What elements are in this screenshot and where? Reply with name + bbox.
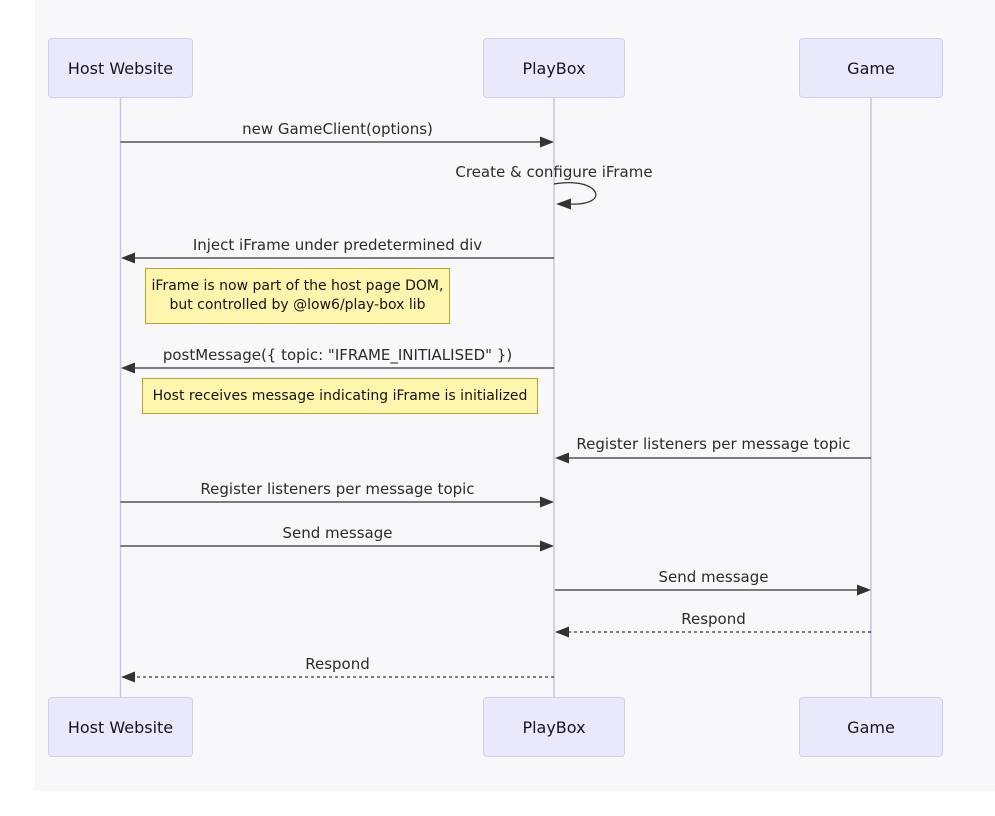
message-label-respond-game: Respond	[681, 610, 746, 628]
participant-host-website-top: Host Website	[48, 38, 193, 98]
arrowhead-left-icon	[555, 452, 569, 464]
message-label-create-configure-iframe: Create & configure iFrame	[455, 163, 653, 181]
message-label-register-listeners-game: Register listeners per message topic	[576, 435, 851, 453]
participant-playbox-bottom: PlayBox	[483, 697, 625, 757]
note-iframe-dom: iFrame is now part of the host page DOM,…	[145, 268, 450, 324]
arrowhead-left-icon	[556, 198, 571, 210]
participant-host-website-bottom: Host Website	[48, 697, 193, 757]
note-host-receives-message: Host receives message indicating iFrame …	[142, 378, 538, 414]
message-label-register-listeners-host: Register listeners per message topic	[200, 480, 475, 498]
message-label-new-gameclient: new GameClient(options)	[242, 120, 433, 138]
message-label-postmessage: postMessage({ topic: "IFRAME_INITIALISED…	[162, 346, 513, 364]
message-label-inject-iframe: Inject iFrame under predetermined div	[192, 236, 483, 254]
participant-game-bottom: Game	[799, 697, 943, 757]
message-label-send-message-playbox: Send message	[658, 568, 769, 586]
participant-playbox-top: PlayBox	[483, 38, 625, 98]
message-label-respond-playbox: Respond	[305, 655, 370, 673]
self-loop-curve	[553, 182, 597, 205]
participant-game-top: Game	[799, 38, 943, 98]
message-label-send-message-host: Send message	[282, 524, 393, 542]
